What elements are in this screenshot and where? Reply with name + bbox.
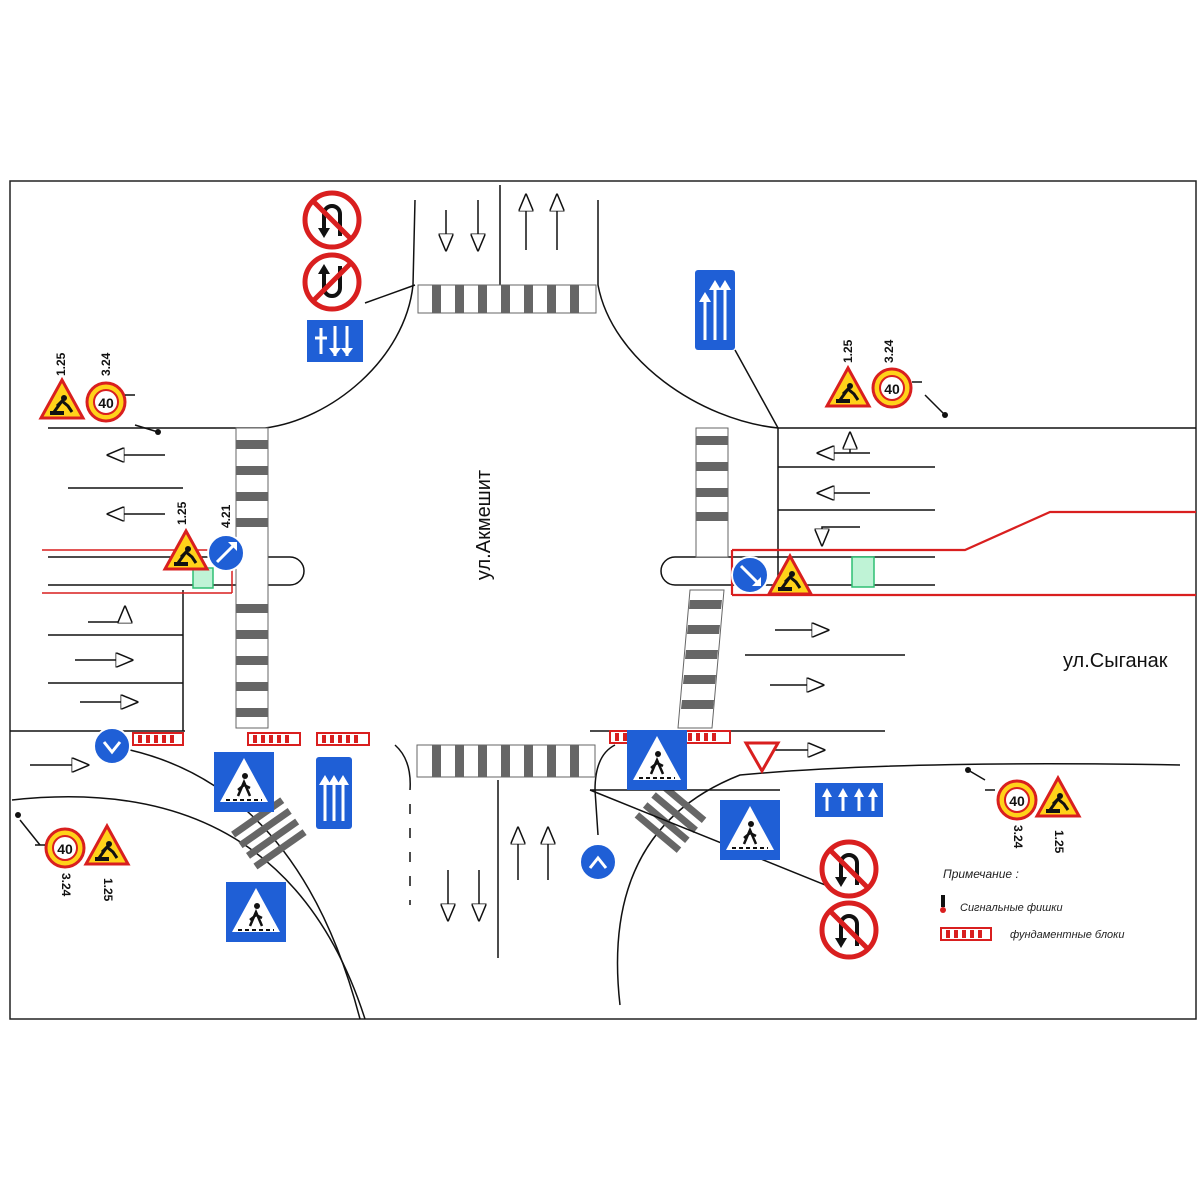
code-tl-warning: 1.25 (54, 352, 68, 376)
code-bl-speed: 3.24 (59, 873, 73, 897)
foundation-block-3 (316, 732, 370, 746)
warning-sign-tr (825, 366, 871, 408)
crosswalk-north (417, 284, 597, 314)
code-tr-speed: 3.24 (882, 339, 896, 363)
crosswalk-east (677, 427, 729, 729)
no-u-turn-sign-top-2 (305, 255, 359, 309)
foundation-block-2 (247, 732, 301, 746)
legend-item-2-label: фундаментные блоки (1010, 929, 1124, 941)
diagram-frame (9, 180, 1197, 1020)
warning-sign-br (1035, 776, 1081, 818)
speed-value-tr: 40 (884, 381, 900, 397)
code-tr-warning: 1.25 (841, 339, 855, 363)
lane-direction-sign-se (815, 783, 883, 817)
crosswalk-west (235, 427, 269, 729)
warning-sign-east-median (767, 554, 813, 596)
code-bl-warning: 1.25 (101, 878, 115, 902)
road-edges (10, 185, 1196, 1020)
pedestrian-crossing-sign-1 (212, 750, 276, 814)
pedestrian-crossing-sign-2 (224, 880, 288, 944)
detour-sign-west (93, 727, 131, 765)
no-u-turn-sign-br-2 (822, 903, 876, 957)
lane-arrows (30, 195, 870, 920)
no-u-turn-sign-br-1 (822, 842, 876, 896)
street-name-akmeshit: ул.Акмешит (473, 470, 495, 580)
lane-direction-sign-ne (695, 270, 735, 350)
code-br-warning: 1.25 (1052, 830, 1066, 854)
give-way-sign (743, 741, 781, 775)
signal-cones-east (851, 556, 875, 588)
warning-sign-tl (39, 378, 85, 420)
speed-value-tl: 40 (98, 395, 114, 411)
lane-direction-sign-top (307, 320, 363, 362)
detour-sign-south (579, 843, 617, 881)
legend-foundation-block-icon (940, 927, 992, 941)
west-lane-lines (48, 487, 183, 684)
keep-right-sign-east (731, 556, 769, 594)
pedestrian-crossing-sign-4 (718, 798, 782, 862)
legend-item-1-label: Сигнальные фишки (960, 902, 1063, 914)
legend: Примечание : Сигнальные фишки фундаментн… (940, 867, 1124, 941)
code-tl-speed: 3.24 (99, 352, 113, 376)
foundation-block-1 (132, 732, 184, 746)
street-name-vertical: ул.Акмешит (473, 470, 495, 580)
east-lane-lines (745, 466, 935, 656)
crosswalk-south (416, 744, 596, 778)
warning-sign-bl (84, 824, 130, 866)
speed-value-bl: 40 (57, 841, 73, 857)
pedestrian-crossing-sign-3 (625, 728, 689, 792)
legend-signal-cone-icon (940, 895, 946, 913)
crosswalk-se (634, 782, 707, 853)
legend-title: Примечание : (943, 867, 1019, 881)
speed-value-br: 40 (1009, 793, 1025, 809)
signal-cones-west (192, 567, 214, 589)
code-keep-right: 4.21 (219, 504, 233, 528)
keep-right-sign-west (207, 534, 245, 572)
street-name-syganak: ул.Сыганак (1063, 650, 1168, 672)
code-br-speed: 3.24 (1011, 825, 1025, 849)
west-median (48, 556, 305, 586)
lane-direction-sign-south (316, 757, 352, 829)
no-u-turn-sign-top-1 (305, 193, 359, 247)
code-warning-center: 1.25 (175, 501, 189, 525)
east-median (660, 556, 935, 586)
